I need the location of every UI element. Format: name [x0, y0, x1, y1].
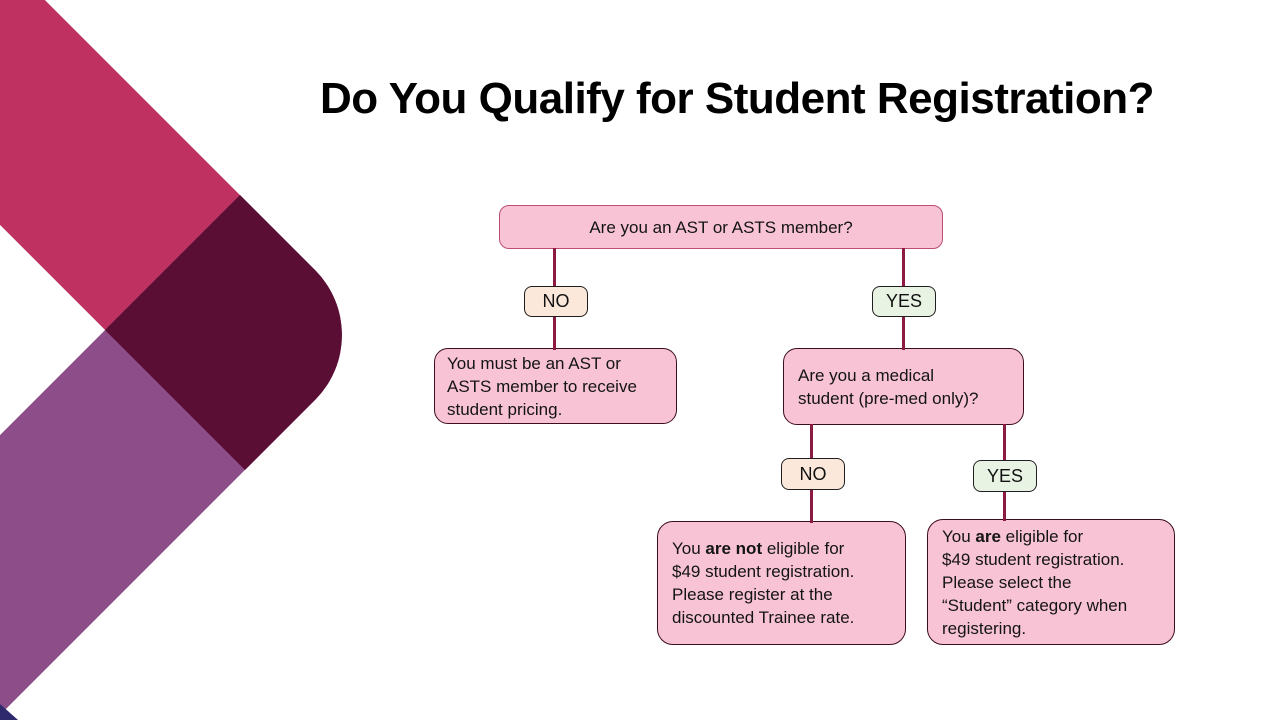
no-label-1: NO: [524, 286, 588, 317]
yes-label-2: YES: [973, 460, 1037, 492]
question-medical-student-box: Are you a medical student (pre-med only)…: [783, 348, 1024, 425]
connector-yes2-result: [1003, 490, 1006, 521]
question-member-box: Are you an AST or ASTS member?: [499, 205, 943, 249]
connector-no-result: [553, 315, 556, 350]
not-eligible-result-text: You are not eligible for $49 student reg…: [672, 539, 855, 627]
yes-label-1: YES: [872, 286, 936, 317]
eligible-result-text: You are eligible for $49 student registr…: [942, 526, 1128, 638]
page-title: Do You Qualify for Student Registration?: [320, 74, 1154, 123]
must-be-member-text: You must be an AST or ASTS member to rec…: [447, 353, 637, 419]
corner-navy-accent: [0, 704, 18, 720]
connector-q2-no: [810, 424, 813, 460]
question-member-text: Are you an AST or ASTS member?: [589, 217, 853, 237]
must-be-member-box: You must be an AST or ASTS member to rec…: [434, 348, 677, 424]
question-medical-student-text: Are you a medical student (pre-med only)…: [798, 365, 979, 408]
not-eligible-result-box: You are not eligible for $49 student reg…: [657, 521, 906, 645]
chevron-overlap-diamond: [105, 195, 342, 470]
connector-no2-result: [810, 488, 813, 523]
connector-yes-q2: [902, 315, 905, 350]
connector-q2-yes: [1003, 424, 1006, 462]
connector-q1-no: [553, 248, 556, 288]
connector-q1-yes: [902, 248, 905, 288]
eligible-result-box: You are eligible for $49 student registr…: [927, 519, 1175, 645]
no-label-2: NO: [781, 458, 845, 490]
